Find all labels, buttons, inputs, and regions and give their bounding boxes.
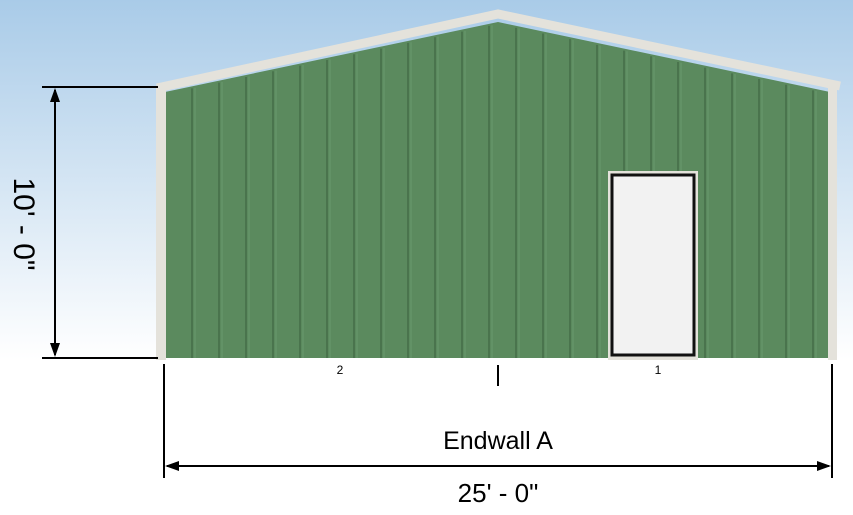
wall-panel: [165, 22, 830, 358]
width-arrow-left: [165, 461, 179, 471]
right-corner-trim: [828, 86, 837, 360]
width-dimension: [163, 364, 833, 478]
bay-label-2: 2: [337, 363, 344, 377]
wall-name-label: Endwall A: [443, 427, 553, 455]
height-dimension: [42, 86, 158, 359]
width-arrow-right: [817, 461, 831, 471]
height-arrow-top: [50, 88, 60, 102]
roof-trim: [156, 9, 841, 93]
height-dimension-label: 10' - 0": [7, 177, 40, 270]
door-leaf: [610, 173, 696, 357]
width-dimension-label: 25' - 0": [458, 478, 539, 508]
walk-door: [608, 171, 698, 360]
bay-label-1: 1: [655, 363, 662, 377]
left-corner-trim: [156, 86, 166, 360]
height-arrow-bottom: [50, 343, 60, 357]
